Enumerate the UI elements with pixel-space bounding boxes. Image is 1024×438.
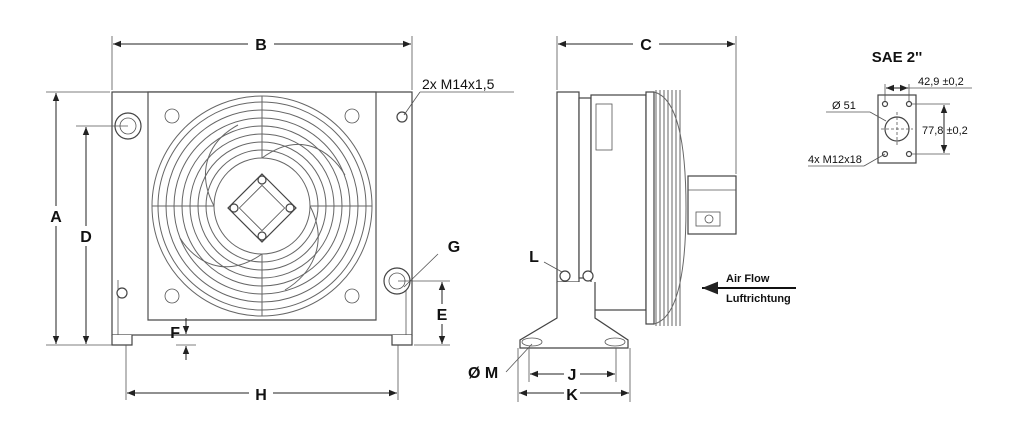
dim-label-d: D	[80, 229, 92, 246]
cooler-core-side	[556, 91, 580, 283]
motor-plate	[227, 173, 297, 243]
pump-mount-side	[687, 175, 737, 235]
guard-mount	[164, 288, 180, 304]
fan-guard-side	[645, 90, 687, 326]
guard-mount	[164, 108, 180, 124]
motor-housing-side	[590, 94, 647, 311]
mount-bolt	[116, 287, 128, 299]
flange-diameter: Ø 51	[832, 100, 856, 112]
flange-bolts: 4x M12x18	[808, 154, 862, 166]
dim-label-c: C	[640, 37, 652, 54]
base-pedestal	[519, 282, 629, 349]
left-foot	[111, 335, 133, 346]
flange-title: SAE 2''	[872, 49, 923, 66]
flange-height: 77,8 ±0,2	[922, 125, 968, 137]
flange-width: 42,9 ±0,2	[918, 76, 964, 88]
oil-port-outlet	[383, 267, 411, 295]
dim-label-g: G	[448, 239, 460, 256]
dim-label-f: F	[170, 325, 180, 342]
side-view: C J K L Ø M Air Flow Luftrichtung	[468, 34, 796, 404]
right-foot	[391, 335, 413, 346]
sae-flange-detail: SAE 2'' 42,9 ±0,2 77,8 ±0,2 Ø 51 4x M12x…	[808, 49, 972, 167]
dim-label-e: E	[437, 307, 448, 324]
airflow-label-en: Air Flow	[726, 273, 770, 285]
dim-label-h: H	[255, 387, 267, 404]
fan-guard	[151, 95, 373, 317]
front-view: B A D H F E G 2x M14x1,5	[46, 34, 514, 404]
thread-callout: 2x M14x1,5	[422, 76, 495, 92]
guard-mount	[344, 288, 360, 304]
dim-label-k: K	[566, 387, 578, 404]
airflow-label-de: Luftrichtung	[726, 293, 791, 305]
dim-label-l: L	[529, 249, 539, 266]
dim-label-a: A	[50, 209, 62, 226]
dim-label-m: Ø M	[468, 365, 498, 382]
dim-label-b: B	[255, 37, 267, 54]
guard-mount	[344, 108, 360, 124]
dim-label-j: J	[568, 367, 577, 384]
